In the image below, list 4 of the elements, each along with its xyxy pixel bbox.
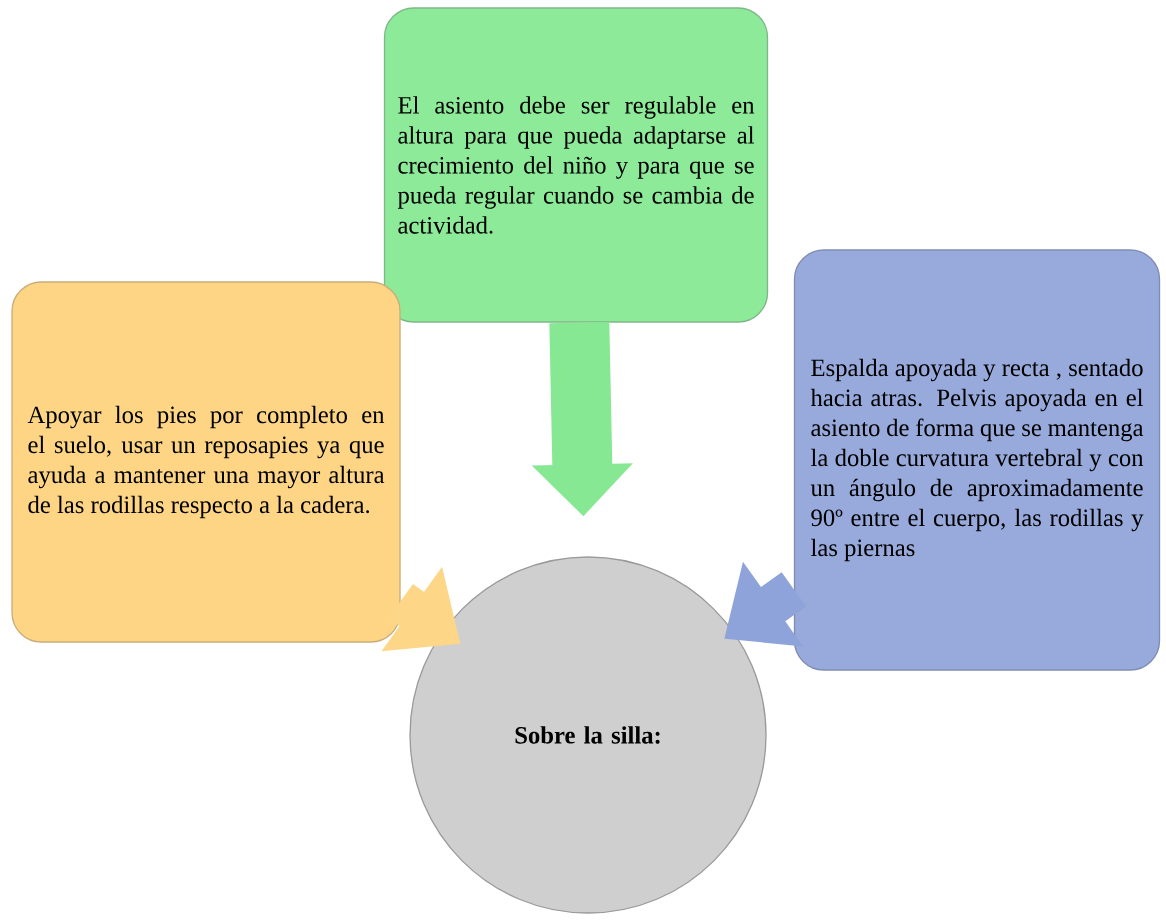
circle-node: Sobre la silla:	[409, 556, 767, 914]
text-box: Apoyar los pies por completo en el suelo, usar un reposapies ya que ayuda a mantener una mayor altura de las rodillas respecto a la cadera.	[11, 281, 401, 643]
text-box: El asiento debe ser regulable en altura para que pueda adaptarse al crecimiento del niño y para que se pueda regular cuando se cambia de actividad.	[383, 7, 769, 323]
text-box: Espalda apoyada y recta , sentado hacia atras. Pelvis apoyada en el asiento de forma que se mantenga la doble curvatura vertebral y con un ángulo de aproximadamente 90º entre el cuerpo, las rodillas y las piernas	[793, 249, 1161, 671]
